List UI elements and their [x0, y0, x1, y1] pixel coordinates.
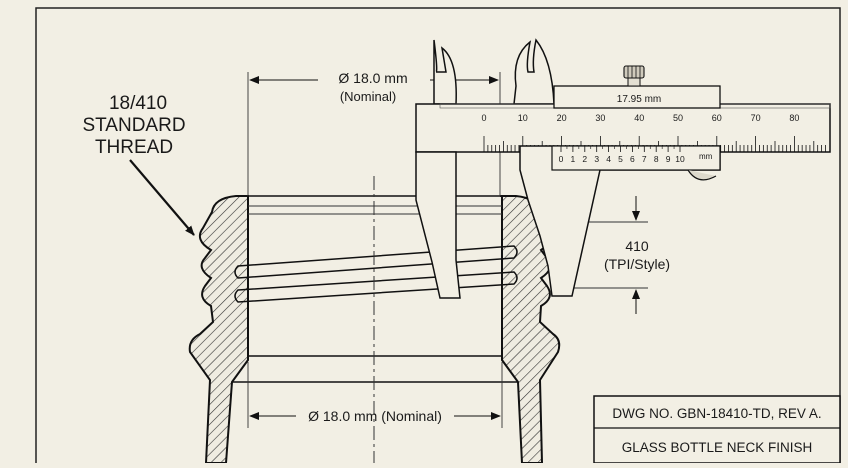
- caliper-fixed-jaw-upper: [433, 39, 457, 105]
- title-block: DWG NO. GBN-18410-TD, REV A. GLASS BOTTL…: [593, 395, 841, 464]
- bottle-neck-section: [188, 176, 561, 464]
- drawing-border: [35, 7, 841, 463]
- main-scale: 0 10 20 30 40 50 60 70 80: [481, 113, 826, 152]
- vernier-label: 9: [666, 154, 671, 164]
- main-scale-label: 50: [673, 113, 683, 123]
- vernier-label: 7: [642, 154, 647, 164]
- main-scale-label: 0: [481, 113, 486, 123]
- main-scale-label: 10: [518, 113, 528, 123]
- top-dimension: Ø 18.0 mm (Nominal): [247, 70, 501, 196]
- caliper-reading: 17.95 mm: [617, 94, 661, 105]
- main-scale-label: 30: [595, 113, 605, 123]
- main-scale-label: 60: [712, 113, 722, 123]
- main-scale-label: 70: [751, 113, 761, 123]
- callout-line-1: 18/410: [109, 93, 167, 114]
- callout-line-3: THREAD: [95, 137, 173, 158]
- drawing-title: GLASS BOTTLE NECK FINISH: [622, 440, 813, 455]
- top-dimension-value: Ø 18.0 mm: [338, 70, 407, 86]
- vernier-label: 10: [675, 154, 685, 164]
- main-scale-label: 20: [557, 113, 567, 123]
- main-scale-label: 40: [634, 113, 644, 123]
- vernier-label: 3: [594, 154, 599, 164]
- vernier-unit-label: mm: [699, 152, 713, 161]
- side-dimension-note: (TPI/Style): [604, 256, 670, 272]
- vernier-label: 4: [606, 154, 611, 164]
- bottom-dimension: Ø 18.0 mm (Nominal): [247, 362, 503, 428]
- main-scale-label: 80: [789, 113, 799, 123]
- top-dimension-note: (Nominal): [340, 89, 396, 104]
- thread-callout: 18/410 STANDARD THREAD: [82, 93, 195, 236]
- caliper-fixed-jaw-lower: [415, 151, 461, 299]
- drawing-number: DWG NO. GBN-18410-TD, REV A.: [612, 406, 821, 421]
- thumb-roller[interactable]: [687, 169, 717, 181]
- caliper-main-beam: [415, 103, 831, 153]
- left-wall-section: [188, 195, 249, 464]
- vernier-label: 5: [618, 154, 623, 164]
- vernier-label: 2: [582, 154, 587, 164]
- vernier-label: 6: [630, 154, 635, 164]
- lock-screw-icon[interactable]: [623, 65, 645, 87]
- vernier-label: 0: [559, 154, 564, 164]
- vernier-label: 1: [571, 154, 576, 164]
- bottom-dimension-value: Ø 18.0 mm (Nominal): [308, 408, 442, 424]
- side-dimension-value: 410: [625, 238, 649, 254]
- callout-line-2: STANDARD: [82, 115, 185, 136]
- vernier-label: 8: [654, 154, 659, 164]
- caliper-movable-jaw-upper: [513, 38, 555, 105]
